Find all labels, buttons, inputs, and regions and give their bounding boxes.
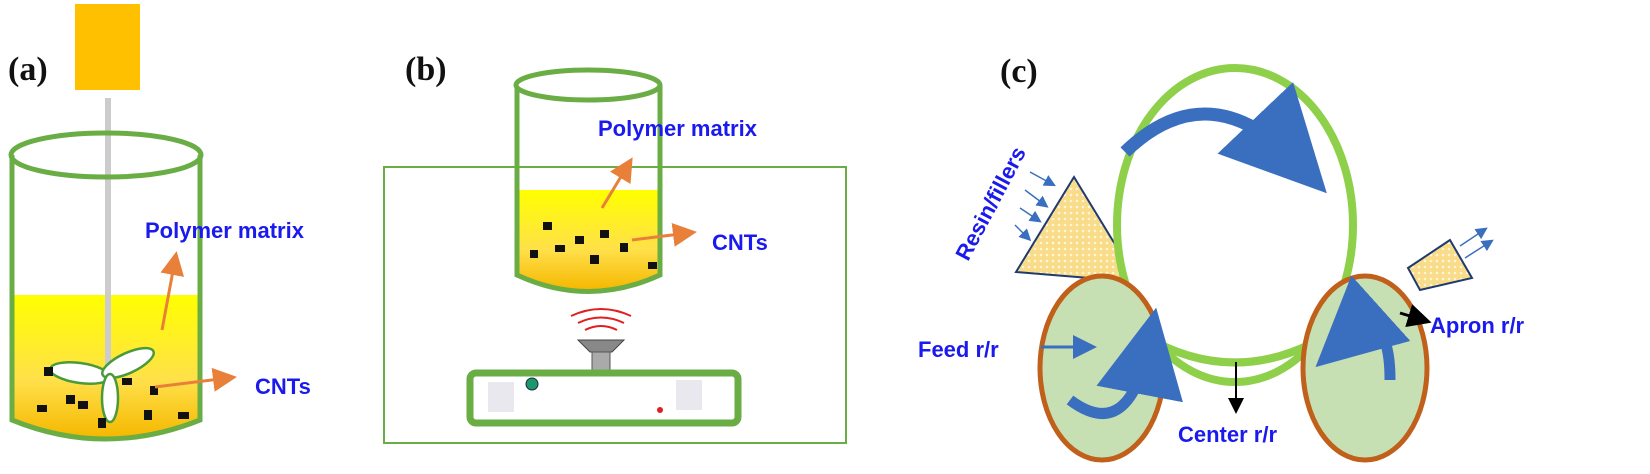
panel-b: (b) Polymer matrix CNTs: [383, 51, 847, 444]
cnts-arrow: [154, 367, 237, 392]
resin-hopper-left: [1014, 175, 1140, 284]
resin-exit-arrows: [1459, 227, 1494, 259]
panel-a-label: (a): [8, 51, 48, 88]
polymer-arrow: [600, 157, 633, 209]
resin-fillers-label: Resin/fillers: [950, 142, 1031, 264]
resin-hopper-right: [1406, 238, 1474, 292]
sound-waves-icon: [570, 308, 632, 331]
panel-a: (a) Polymer matrix CNTs: [8, 4, 311, 442]
motor-block: [75, 4, 140, 90]
indicator-light-red: [657, 407, 663, 413]
rotation-arrow-apron: [1315, 275, 1411, 381]
control-knob-right: [676, 380, 702, 410]
rotation-arrow-center: [1120, 82, 1327, 194]
resin-feed-arrows: [1014, 171, 1056, 242]
beaker-walls: [514, 85, 663, 294]
liquid: [517, 190, 660, 290]
beaker-walls: [9, 155, 203, 442]
center-roll-label: Center r/r: [1178, 422, 1277, 447]
beaker-rim: [513, 67, 663, 103]
feed-roll-label: Feed r/r: [918, 337, 999, 362]
cnts-label: CNTs: [712, 230, 768, 255]
cnt-particles: [530, 222, 657, 269]
apron-roll: [1300, 273, 1430, 463]
panel-c: (c) Resin/fillers Feed r/r Center r/r Ap…: [918, 53, 1525, 463]
cnts-arrow: [631, 222, 697, 247]
cnt-particles: [37, 367, 189, 428]
sonicator-tip: [591, 351, 611, 371]
cnts-label: CNTs: [255, 374, 311, 399]
rotation-arrow-feed: [1066, 307, 1183, 419]
control-knob-left: [488, 382, 514, 412]
apron-roll-label: Apron r/r: [1430, 313, 1525, 338]
panel-c-label: (c): [1000, 53, 1038, 90]
polymer-arrow: [160, 251, 185, 331]
apron-pointer-arrow: [1399, 304, 1432, 328]
panel-b-label: (b): [405, 51, 447, 88]
polymer-matrix-label: Polymer matrix: [145, 218, 305, 243]
polymer-matrix-label: Polymer matrix: [598, 116, 758, 141]
indicator-light-green: [525, 377, 539, 391]
beaker-rim: [8, 130, 204, 180]
sonicator-horn: [576, 339, 626, 353]
